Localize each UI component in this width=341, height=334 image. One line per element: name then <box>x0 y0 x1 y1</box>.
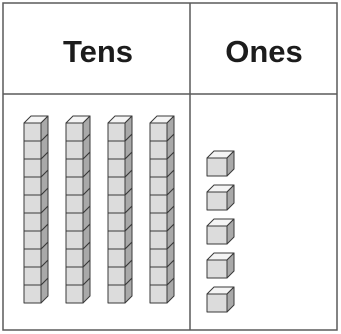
unit-cube-block <box>207 185 234 210</box>
rod-unit-cube <box>24 116 48 141</box>
ten-rod-block <box>108 116 132 303</box>
unit-cube-block <box>207 253 234 278</box>
rod-unit-cube <box>66 116 90 141</box>
ten-rod-block <box>66 116 90 303</box>
unit-cube-block <box>207 219 234 244</box>
unit-cube-block <box>207 151 234 176</box>
unit-cube-block <box>207 287 234 312</box>
ten-rod-block <box>150 116 174 303</box>
ones-header: Ones <box>225 34 303 69</box>
ten-rod-block <box>24 116 48 303</box>
tens-header: Tens <box>63 34 133 69</box>
rod-unit-cube <box>150 116 174 141</box>
rod-unit-cube <box>108 116 132 141</box>
